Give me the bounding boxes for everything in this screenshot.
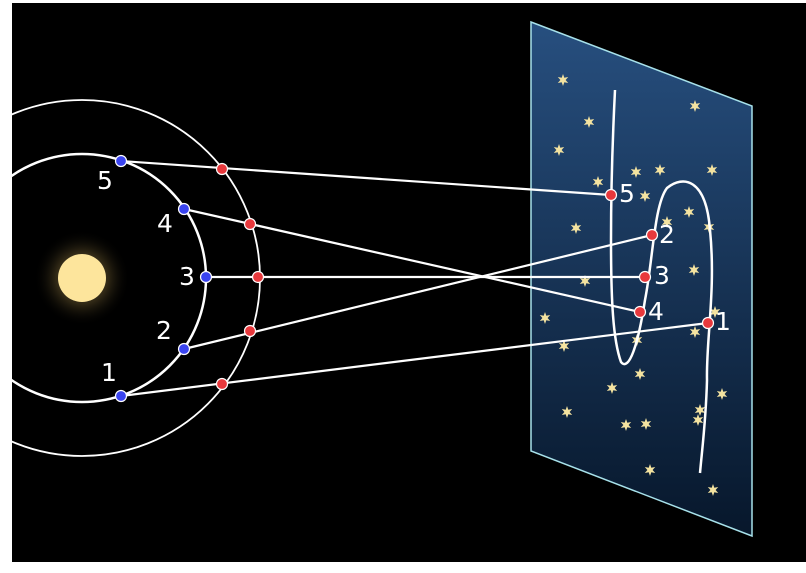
- sky-label-1: 1: [715, 307, 731, 336]
- earth-point-4: [177, 202, 191, 216]
- mars-point-4: [243, 217, 257, 231]
- star-icon: [639, 190, 651, 202]
- star-icon: [570, 222, 582, 234]
- sky-label-3: 3: [654, 261, 670, 290]
- star-icon: [654, 164, 666, 176]
- mars-point-3: [251, 270, 265, 284]
- star-icon: [692, 414, 704, 426]
- star-icon: [706, 164, 718, 176]
- star-icon: [661, 216, 673, 228]
- earth-label-2: 2: [156, 316, 172, 345]
- earth-point-5: [114, 154, 128, 168]
- star-icon: [689, 100, 701, 112]
- earth-point-2: [177, 342, 191, 356]
- star-icon: [579, 275, 591, 287]
- apparent-path-line: [609, 89, 714, 474]
- star-icon: [640, 418, 652, 430]
- star-icon: [583, 116, 595, 128]
- sky-point-1: [701, 316, 715, 330]
- earth-point-1: [114, 389, 128, 403]
- star-icon: [694, 404, 706, 416]
- earth-label-3: 3: [179, 262, 195, 291]
- sky-label-5: 5: [619, 179, 635, 208]
- star-icon: [688, 264, 700, 276]
- earth-label-4: 4: [157, 209, 173, 238]
- star-icon: [606, 382, 618, 394]
- star-icon: [644, 464, 656, 476]
- sight-line-5: [120, 159, 612, 197]
- star-icon: [553, 144, 565, 156]
- star-icon: [561, 406, 573, 418]
- sky-point-3: [638, 270, 652, 284]
- sky-label-2: 2: [659, 220, 675, 249]
- sky-label-4: 4: [648, 297, 664, 326]
- star-icon: [539, 312, 551, 324]
- position-points: [114, 154, 715, 403]
- mars-point-2: [243, 324, 257, 338]
- earth-point-3: [199, 270, 213, 284]
- sight-line-4: [183, 207, 641, 314]
- sky-point-2: [645, 228, 659, 242]
- star-icon: [716, 388, 728, 400]
- star-icon: [707, 484, 719, 496]
- mars-point-1: [215, 377, 229, 391]
- sky-point-5: [604, 188, 618, 202]
- star-icon: [620, 419, 632, 431]
- earth-label-1: 1: [101, 358, 117, 387]
- star-icon: [557, 74, 569, 86]
- star-icon: [683, 206, 695, 218]
- star-icon: [634, 368, 646, 380]
- sky-point-4: [633, 305, 647, 319]
- sun-icon: [58, 254, 106, 302]
- star-field: [539, 74, 728, 496]
- star-icon: [630, 166, 642, 178]
- star-icon: [709, 306, 721, 318]
- star-icon: [558, 340, 570, 352]
- star-icon: [592, 176, 604, 188]
- star-icon: [689, 326, 701, 338]
- position-labels: 1 2 3 4 5 5 2 3 4 1: [97, 166, 731, 387]
- sight-line-2: [183, 233, 653, 351]
- mars-point-5: [215, 162, 229, 176]
- earth-label-5: 5: [97, 166, 113, 195]
